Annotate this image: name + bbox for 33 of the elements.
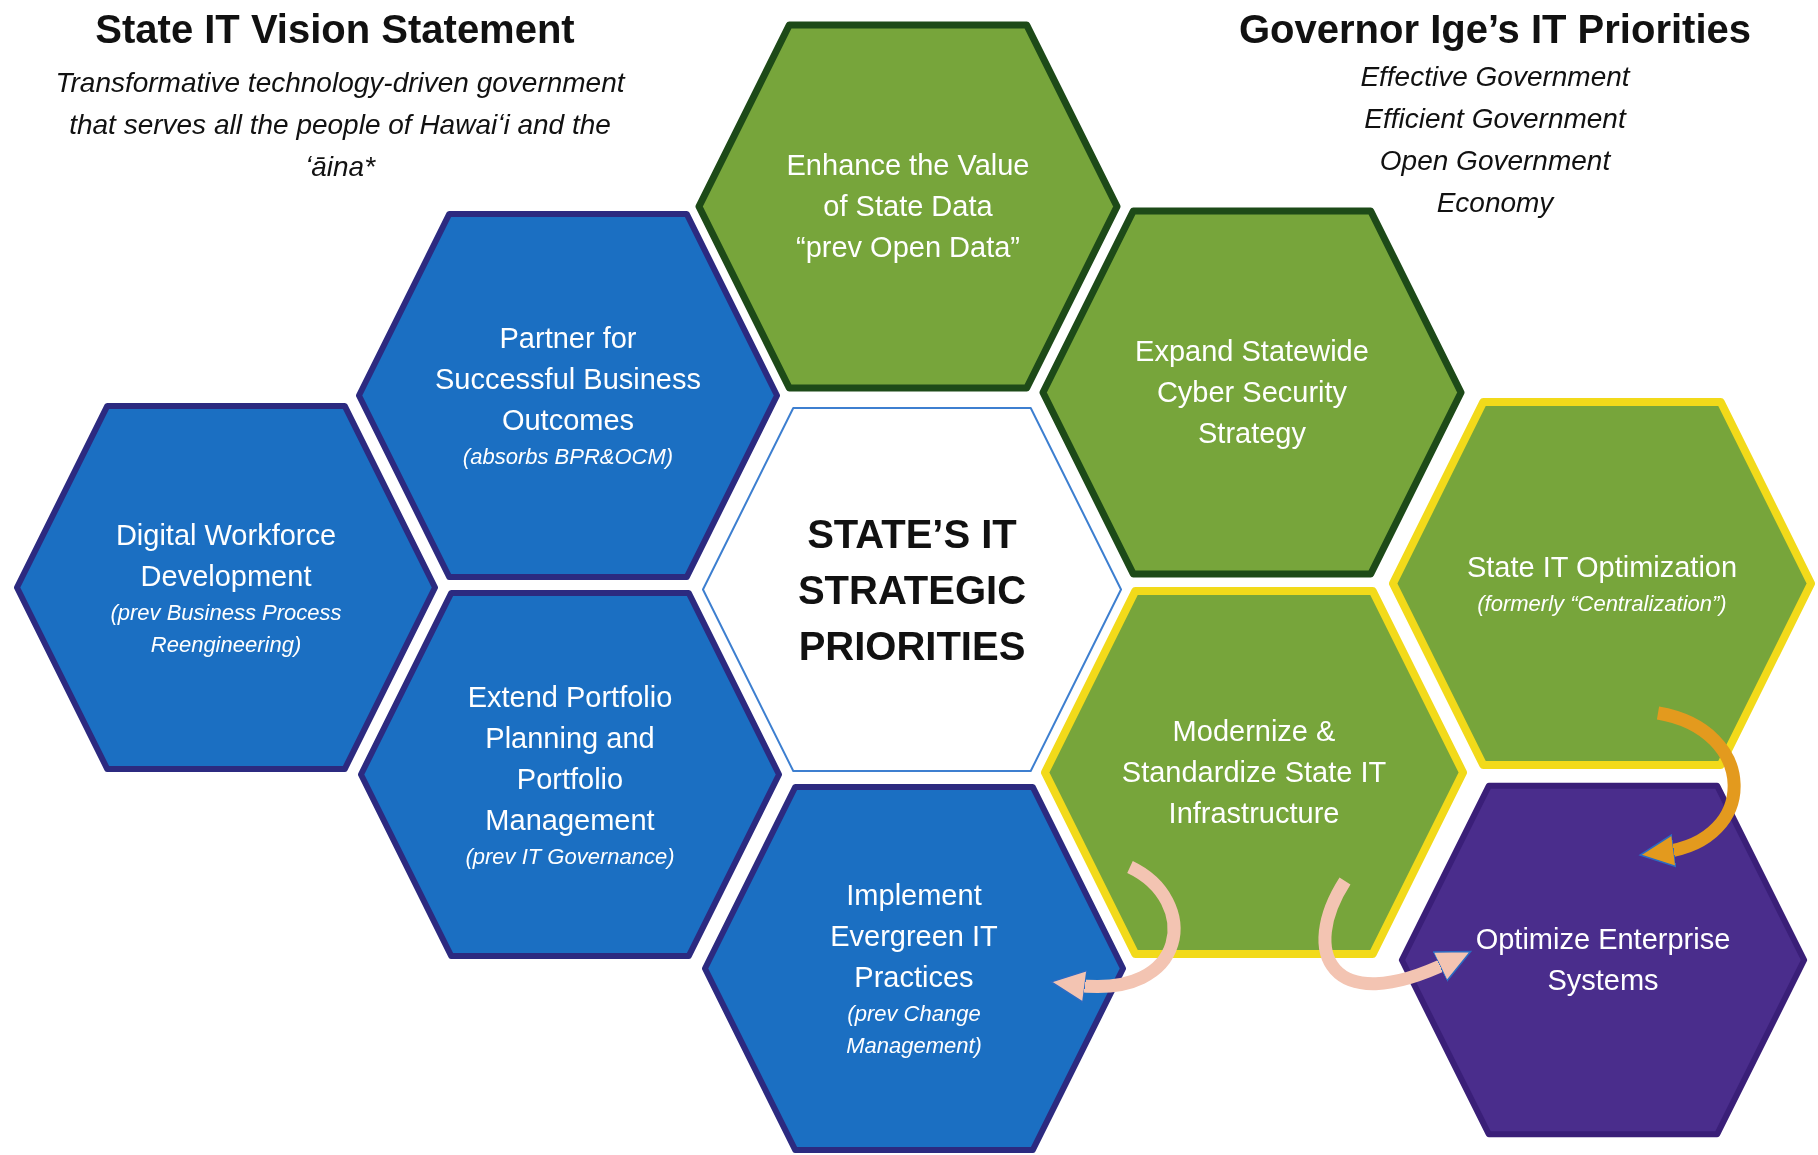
- hexagon-node: [700, 405, 1124, 774]
- heading: State IT Vision Statement: [94, 6, 576, 53]
- node-note: (prev IT Governance): [465, 842, 675, 871]
- node-label: Modernize & Standardize State IT Infrastructure: [1120, 714, 1388, 831]
- statement-text: Effective Government: [1359, 60, 1632, 94]
- node-label: Expand Statewide Cyber Security Strategy: [1134, 334, 1370, 451]
- statement-text: Efficient Government: [1363, 102, 1628, 136]
- node-label: State IT Optimization: [1466, 550, 1738, 585]
- hexagon-node: [1399, 783, 1807, 1137]
- node-label: “prev Open Data”: [795, 230, 1020, 265]
- curved-arrow: [1639, 706, 1741, 867]
- hexagon-node: [1042, 588, 1466, 957]
- curved-arrow: [1050, 861, 1181, 1003]
- node-note: (formerly “Centralization”): [1477, 590, 1727, 618]
- hexagon-node: [356, 211, 780, 580]
- hexagon-node: [14, 403, 438, 772]
- heading: Governor Ige’s IT Priorities: [1238, 6, 1752, 53]
- hexagon-node: [358, 590, 782, 959]
- hexagon-node: [702, 784, 1126, 1153]
- node-label: Optimize Enterprise Systems: [1474, 922, 1732, 998]
- node-label: Extend Portfolio Planning and Portfolio Management: [466, 679, 674, 838]
- statement-text: Economy: [1435, 186, 1556, 220]
- node-label: Digital Workforce Development: [114, 517, 338, 594]
- node-label: Enhance the Value of State Data: [785, 148, 1031, 224]
- node-note: (absorbs BPR&OCM): [462, 443, 674, 471]
- node-note: (prev Change Management): [845, 1000, 983, 1060]
- statement-text: Open Government: [1378, 144, 1612, 178]
- node-label: STATE’S IT STRATEGIC PRIORITIES: [796, 510, 1028, 670]
- node-note: (prev Business Process Reengineering): [109, 598, 343, 659]
- statement-text: Transformative technology-driven government that serves all the people of Hawaiʻi and the ʻāina*: [54, 66, 627, 184]
- node-label: Implement Evergreen IT Practices: [829, 878, 999, 995]
- node-label: Partner for Successful Business Outcomes: [434, 321, 702, 438]
- hexagon-node: [1390, 399, 1814, 768]
